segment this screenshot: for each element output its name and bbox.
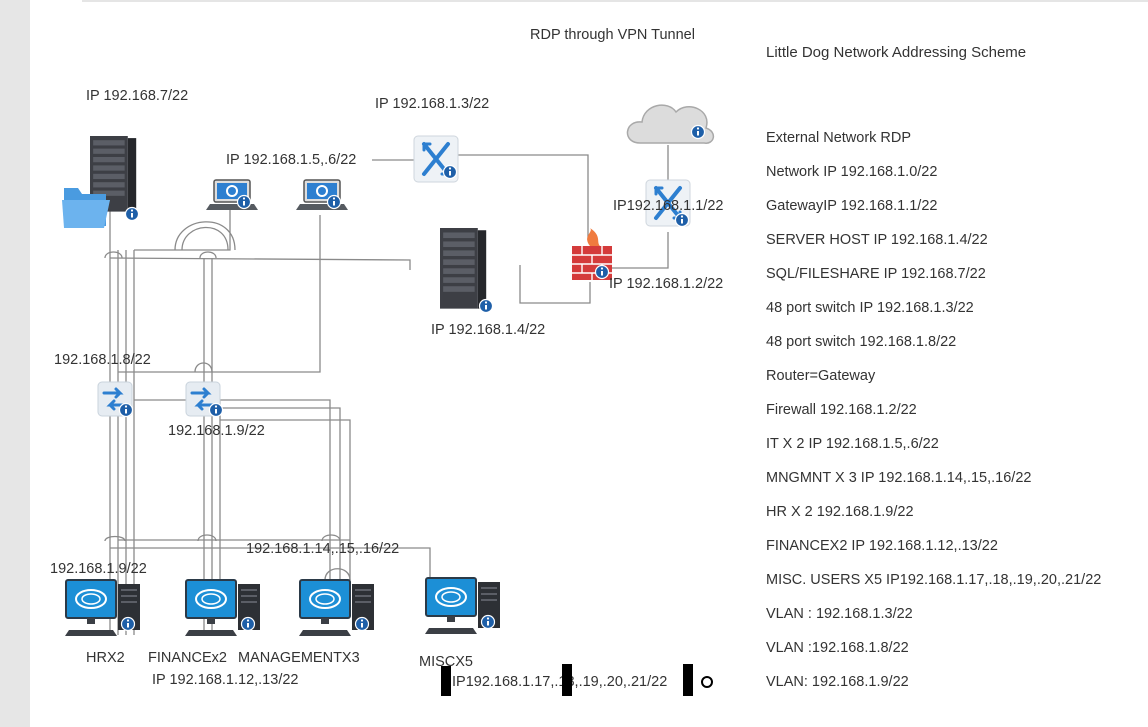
selection-handle[interactable] xyxy=(683,664,693,696)
it-ip-label: IP 192.168.1.5,.6/22 xyxy=(226,152,357,168)
management-ip-label: 192.168.1.14,.15,.16/22 xyxy=(246,541,400,557)
switch1-ip-label: IP 192.168.1.3/22 xyxy=(375,96,490,112)
fileshare-ip-label: IP 192.168.7/22 xyxy=(86,88,189,104)
rotate-handle[interactable] xyxy=(701,676,713,688)
it-laptop-icon xyxy=(205,179,259,211)
selection-handle[interactable] xyxy=(441,666,451,696)
legend-item: Router=Gateway xyxy=(766,368,876,384)
hr-ip-label: 192.168.1.9/22 xyxy=(50,561,147,577)
management-name-label: MANAGEMENTX3 xyxy=(238,650,360,666)
vlan-b-ip-label: 192.168.1.9/22 xyxy=(168,423,265,439)
finance-desktop-icon xyxy=(184,579,261,637)
legend-item: MNGMNT X 3 IP 192.168.1.14,.15,.16/22 xyxy=(766,470,1032,486)
firewall-ip-label: IP 192.168.1.2/22 xyxy=(609,276,724,292)
vlan-a-ip-label: 192.168.1.8/22 xyxy=(54,352,151,368)
legend-title: Little Dog Network Addressing Scheme xyxy=(766,44,1027,61)
hr-desktop-icon xyxy=(64,579,141,637)
vlan-switch-icon xyxy=(96,380,134,418)
legend-item: GatewayIP 192.168.1.1/22 xyxy=(766,198,938,214)
legend-item: SQL/FILESHARE IP 192.168.7/22 xyxy=(766,266,986,282)
legend-item: VLAN : 192.168.1.3/22 xyxy=(766,606,913,622)
legend-item: HR X 2 192.168.1.9/22 xyxy=(766,504,914,520)
hr-name-label: HRX2 xyxy=(86,650,125,666)
management-desktop-icon xyxy=(298,579,375,637)
firewall-icon xyxy=(572,228,612,280)
legend-item: IT X 2 IP 192.168.1.5,.6/22 xyxy=(766,436,939,452)
legend-item: Firewall 192.168.1.2/22 xyxy=(766,402,917,418)
server-ip-label: IP 192.168.1.4/22 xyxy=(431,322,546,338)
vlan-switch-icon xyxy=(184,380,224,418)
top-rule xyxy=(82,0,1148,2)
finance-ip-label: IP 192.168.1.12,.13/22 xyxy=(152,672,299,688)
misc-desktop-icon xyxy=(424,577,501,635)
switch-48port-icon xyxy=(412,134,460,184)
fileshare-server-icon xyxy=(62,136,140,228)
legend-list: External Network RDP Network IP 192.168.… xyxy=(766,129,1101,707)
server-host-icon xyxy=(440,228,494,314)
finance-name-label: FINANCEx2 xyxy=(148,650,227,666)
cloud-icon xyxy=(626,104,715,144)
legend-item: VLAN :192.168.1.8/22 xyxy=(766,640,909,656)
legend-item: VLAN: 192.168.1.9/22 xyxy=(766,674,909,690)
legend-item: 48 port switch 192.168.1.8/22 xyxy=(766,334,957,350)
router-ip-label: IP192.168.1.1/22 xyxy=(613,198,724,214)
it-laptop-icon xyxy=(295,179,349,211)
misc-name-label: MISCX5 xyxy=(419,654,473,670)
legend-item: MISC. USERS X5 IP192.168.1.17,.18,.19,.2… xyxy=(766,572,1102,588)
selection-handle[interactable] xyxy=(562,664,572,696)
legend-item: External Network RDP xyxy=(766,130,912,146)
diagram-title: RDP through VPN Tunnel xyxy=(530,27,695,43)
connection-lines xyxy=(104,145,669,635)
left-rail xyxy=(0,0,30,727)
legend-item: FINANCEX2 IP 192.168.1.12,.13/22 xyxy=(766,538,998,554)
legend-item: 48 port switch IP 192.168.1.3/22 xyxy=(766,300,974,316)
legend-item: Network IP 192.168.1.0/22 xyxy=(766,164,938,180)
misc-ip-label: IP192.168.1.17,.18,.19,.20,.21/22 xyxy=(452,674,668,690)
legend-item: SERVER HOST IP 192.168.1.4/22 xyxy=(766,232,988,248)
